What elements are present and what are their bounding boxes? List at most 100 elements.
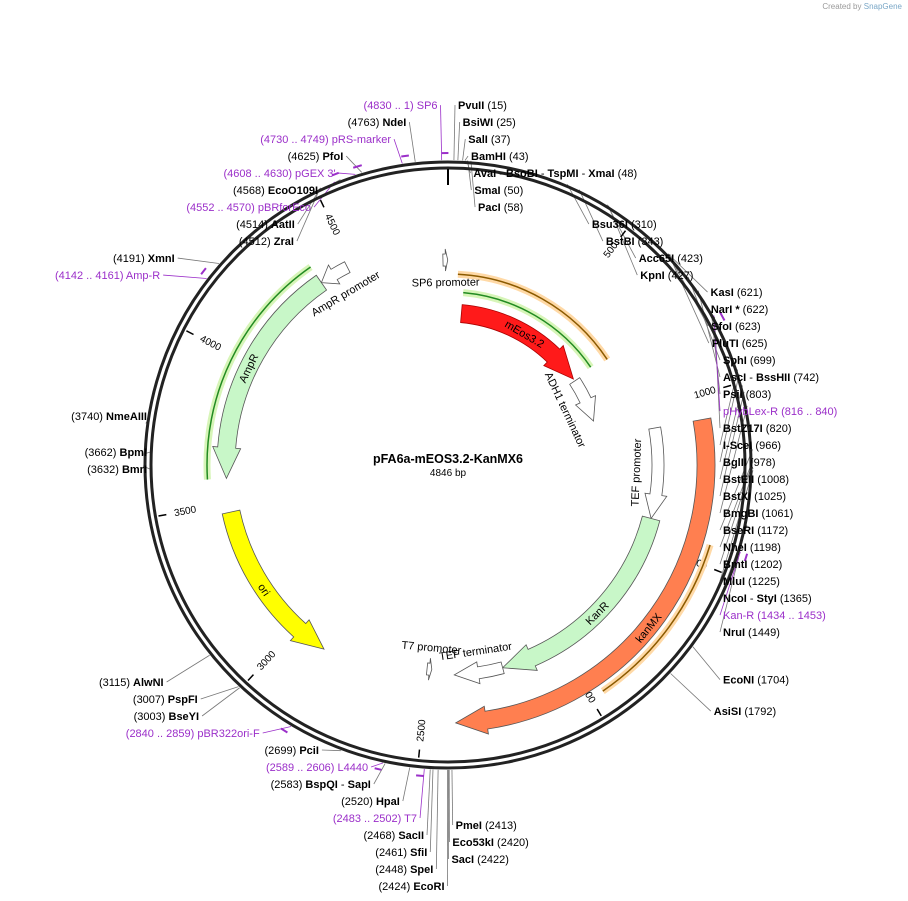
enzyme-label-smai: SmaI (50) [474,185,523,197]
enzyme-name: NmeAIII [106,411,147,423]
enzyme-name: BsoBI [506,168,538,180]
primer-marker-l4440 [375,768,382,770]
enzyme-name: SphI [723,355,747,367]
leader-line-xmni [178,258,219,263]
tick-label: 2500 [415,719,428,743]
enzyme-position: (50) [501,185,524,197]
tick-mark [723,385,731,387]
leader-line-sali [463,139,466,160]
enzyme-name: BseRI [723,525,754,537]
enzyme-label-aatii: (4514) AatII [236,219,295,231]
enzyme-name: EcoO109I [268,185,318,197]
enzyme-name: BglII [723,457,747,469]
enzyme-name: SfiI [410,847,427,859]
enzyme-label-ndei: (4763) NdeI [348,117,407,129]
enzyme-label-pspfi: (3007) PspFI [133,694,198,706]
enzyme-position: (4191) [113,253,148,265]
enzyme-name: XmaI [588,168,614,180]
site-labels: PvuII (15)BsiWI (25)SalI (37)BamHI (43)A… [55,100,837,893]
enzyme-position: - [746,372,756,384]
enzyme-label-acc65i: Acc65I (423) [639,253,703,265]
feature-meos3-2 [461,305,574,379]
enzyme-position: (622) [740,304,769,316]
enzyme-position: - [338,779,348,791]
enzyme-position: (15) [484,100,507,112]
primer-label-t7: (2483 .. 2502) T7 [333,813,417,825]
enzyme-name: AlwNI [133,677,164,689]
enzyme-position: (1172) [754,525,788,537]
enzyme-position: (623) [732,321,761,333]
enzyme-name: EcoRI [413,881,444,893]
tick-label: 4000 [198,334,223,354]
enzyme-label-asisi: AsiSI (1792) [714,706,776,718]
enzyme-name: PsiI [723,389,743,401]
enzyme-label-pmei: PmeI (2413) [456,820,517,832]
enzyme-position: (1025) [751,491,786,503]
enzyme-label-zrai: (4512) ZraI [239,236,294,248]
feature-sp6-promoter [443,249,448,271]
leader-line-bspqi-sapi [374,763,385,784]
enzyme-position: (48) [615,168,638,180]
enzyme-position: (2468) [363,830,398,842]
enzyme-name: BstEII [723,474,754,486]
primer-marker-t7 [416,775,424,776]
primer-marker-pgex-3 [353,165,362,168]
enzyme-position: (4568) [233,185,268,197]
enzyme-label-econi: EcoNI (1704) [723,675,789,687]
leader-line-amp-r [163,275,207,278]
enzyme-position: (25) [493,117,516,129]
enzyme-label-mlui: MluI (1225) [723,576,780,588]
tick-label: 1000 [693,385,718,402]
enzyme-label-ecoo109i: (4568) EcoO109I [233,185,318,197]
primer-label-amp-r: (4142 .. 4161) Amp-R [55,270,160,282]
leader-line-sacii [427,769,430,835]
enzyme-name: BstZ17I [723,423,763,435]
enzyme-label-bseyi: (3003) BseYI [134,711,199,723]
enzyme-label-kasi: KasI (621) [711,287,763,299]
enzyme-label-nmeaiii: (3740) NmeAIII [71,411,147,423]
enzyme-name: SpeI [410,864,433,876]
feature-label-tef-promoter: TEF promoter [629,438,644,507]
enzyme-position: (1365) [777,593,812,605]
enzyme-label-sacii: (2468) SacII [363,830,424,842]
enzyme-position: (742) [790,372,819,384]
feature-t7-promoter [426,658,431,680]
primer-marker-amp-r [201,268,206,274]
enzyme-label-i-scei: I-SceI (966) [723,440,781,452]
enzyme-position: (4514) [236,219,271,231]
enzyme-position: - [538,168,548,180]
enzyme-position: (2583) [271,779,306,791]
enzyme-position: (3740) [71,411,106,423]
enzyme-name: KpnI [640,270,664,282]
enzyme-name: BspQI [305,779,337,791]
feature-tef-promoter [645,427,667,518]
feature-label-t7-promoter: T7 promoter [401,640,462,657]
tick-mark [158,515,166,516]
enzyme-name: PfoI [322,151,343,163]
enzyme-position: (1198) [747,542,781,554]
enzyme-name: PspFI [168,694,198,706]
leader-line-spei [436,770,438,869]
enzyme-name: PluTI [712,338,739,350]
enzyme-label-nhei: NheI (1198) [723,542,781,554]
enzyme-name: SacI [451,854,474,866]
enzyme-position: (699) [747,355,776,367]
primer-label-pbr322ori-f: (2840 .. 2859) pBR322ori-F [126,728,260,740]
enzyme-name: NcoI [723,593,747,605]
leader-line-bsiwi [458,122,460,160]
enzyme-position: (1449) [745,627,780,639]
enzyme-label-ecori: (2424) EcoRI [378,881,444,893]
enzyme-name: Eco53kI [452,837,494,849]
enzyme-position: (37) [488,134,511,146]
enzyme-position: (820) [763,423,792,435]
tick-mark [419,750,420,758]
primer-label-pgex-3: (4608 .. 4630) pGEX 3' [223,168,335,180]
enzyme-label-bstbi: BstBI (343) [606,236,663,248]
enzyme-position: - [579,168,589,180]
plasmid-name: pFA6a-mEOS3.2-KanMX6 [373,452,523,466]
leader-line-ndei [409,122,415,162]
leader-line-smai [468,161,472,190]
enzyme-name: SapI [348,779,371,791]
enzyme-name: BamHI [471,151,506,163]
enzyme-label-bpmi: (3662) BpmI [85,447,147,459]
